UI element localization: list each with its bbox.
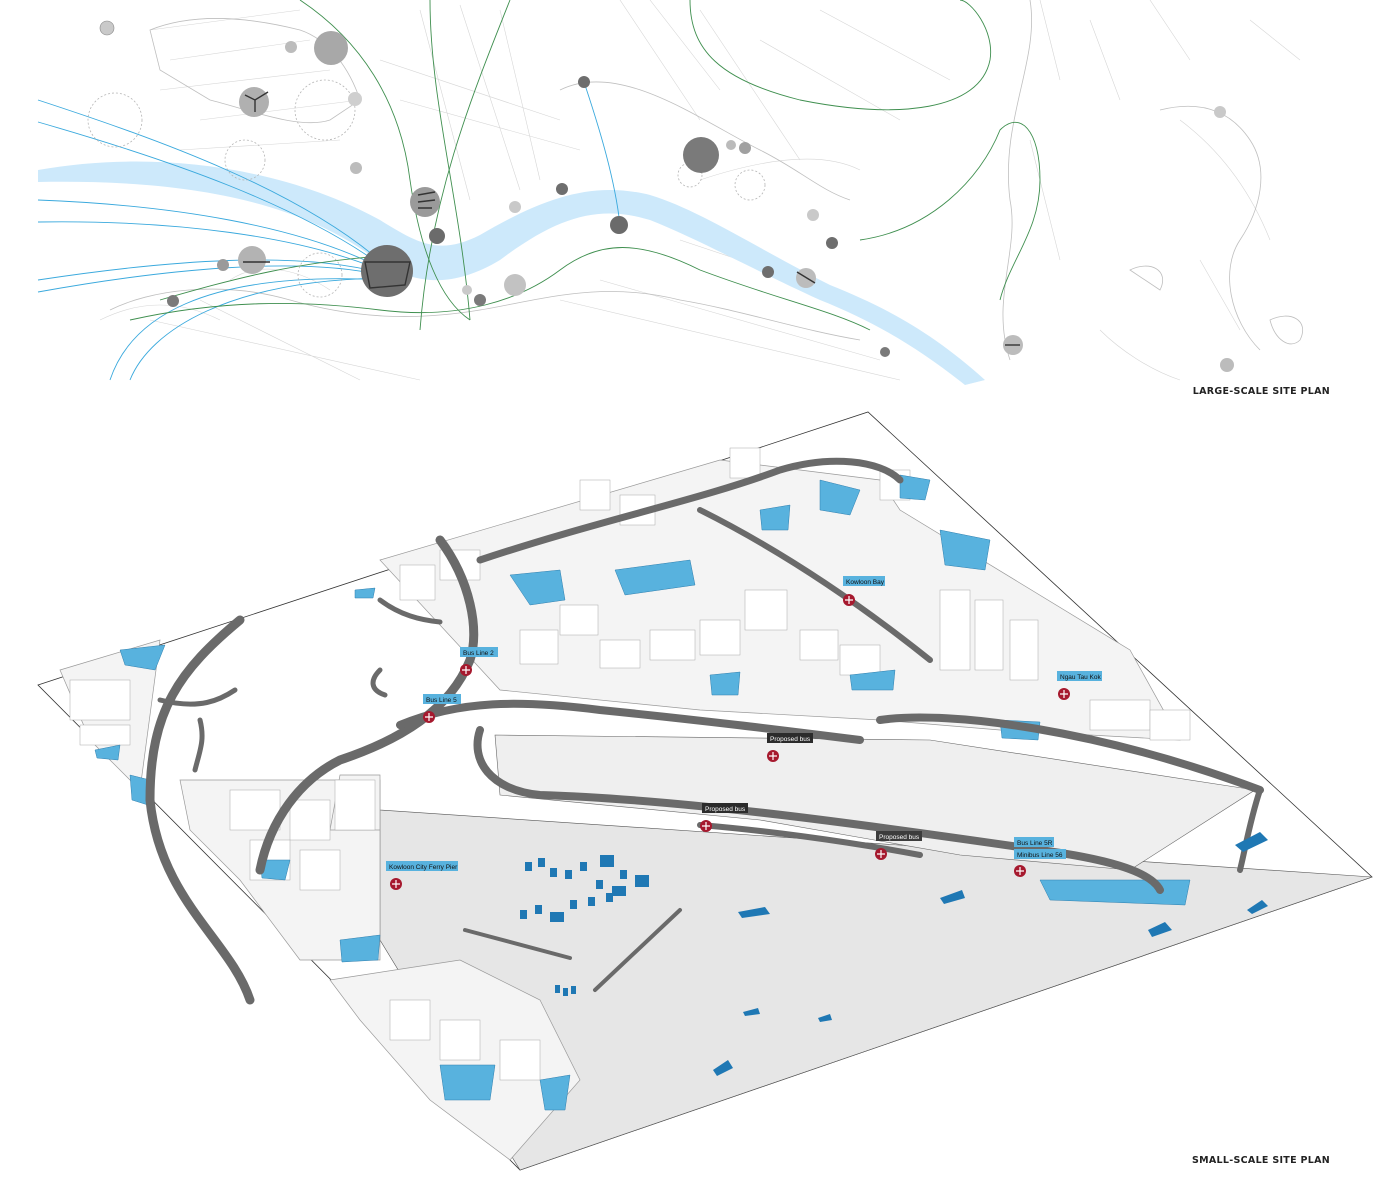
river	[38, 161, 985, 385]
large-plan-caption: LARGE-SCALE SITE PLAN	[1192, 386, 1330, 397]
small-scale-site-plan: Bus Line 2 Bus Line 5 Kowloon Bay Ngau T…	[0, 400, 1380, 1200]
kai-tak-apron	[494, 734, 1256, 871]
buffer-circles	[87, 79, 766, 298]
svg-text:Bus Line 5R: Bus Line 5R	[1017, 840, 1053, 847]
label-bus-line-2: Bus Line 2	[460, 647, 498, 657]
small-plan-caption: SMALL-SCALE SITE PLAN	[1192, 1155, 1330, 1166]
label-kowloon-bay: Kowloon Bay	[843, 576, 885, 586]
rail-lines	[129, 0, 1041, 331]
street-network	[99, 0, 1301, 381]
road-network	[145, 457, 1264, 1005]
svg-text:Bus Line 2: Bus Line 2	[463, 650, 494, 657]
label-ngau-tau-kok: Ngau Tau Kok	[1057, 671, 1102, 681]
label-bus-line-5: Bus Line 5	[423, 694, 461, 704]
stop-labels: Bus Line 2 Bus Line 5 Kowloon Bay Ngau T…	[386, 576, 1102, 871]
svg-text:Proposed bus: Proposed bus	[705, 806, 746, 813]
label-proposed-bus-2: Proposed bus	[702, 803, 748, 813]
station-marker	[1058, 688, 1070, 700]
station-marker	[767, 750, 779, 762]
label-proposed-bus-3: Proposed bus	[876, 831, 922, 841]
svg-text:Minibus Line 56: Minibus Line 56	[1017, 852, 1063, 859]
ferry-routes	[37, 84, 621, 381]
station-marker	[843, 594, 855, 606]
station-marker	[423, 711, 435, 723]
container-blocks	[520, 855, 649, 996]
svg-text:Proposed bus: Proposed bus	[879, 834, 920, 841]
label-bus-line-5r: Bus Line 5R	[1014, 837, 1054, 847]
station-marker	[700, 820, 712, 832]
isometric-site-model: Bus Line 2 Bus Line 5 Kowloon Bay Ngau T…	[37, 411, 1373, 1171]
label-kowloon-city-ferry-pier: Kowloon City Ferry Pier	[386, 861, 458, 871]
svg-text:Kowloon Bay: Kowloon Bay	[846, 579, 885, 586]
svg-text:Proposed bus: Proposed bus	[770, 736, 811, 743]
station-marker	[1014, 865, 1026, 877]
station-markers	[390, 594, 1070, 890]
open-space	[94, 474, 1191, 1111]
svg-text:Kowloon City Ferry Pier: Kowloon City Ferry Pier	[389, 864, 458, 871]
large-scale-site-plan	[0, 0, 1380, 400]
large-scale-map	[37, 0, 1303, 385]
boats	[520, 832, 1268, 1076]
label-proposed-bus-1: Proposed bus	[767, 733, 813, 743]
building-blocks	[69, 447, 1191, 1081]
node-details	[243, 91, 1020, 346]
svg-text:Bus Line 5: Bus Line 5	[426, 697, 457, 704]
station-marker	[460, 664, 472, 676]
coastlines	[109, 0, 1303, 361]
station-marker	[390, 878, 402, 890]
station-marker	[875, 848, 887, 860]
label-minibus-line-56: Minibus Line 56	[1014, 849, 1066, 859]
svg-text:Ngau Tau Kok: Ngau Tau Kok	[1060, 674, 1101, 681]
